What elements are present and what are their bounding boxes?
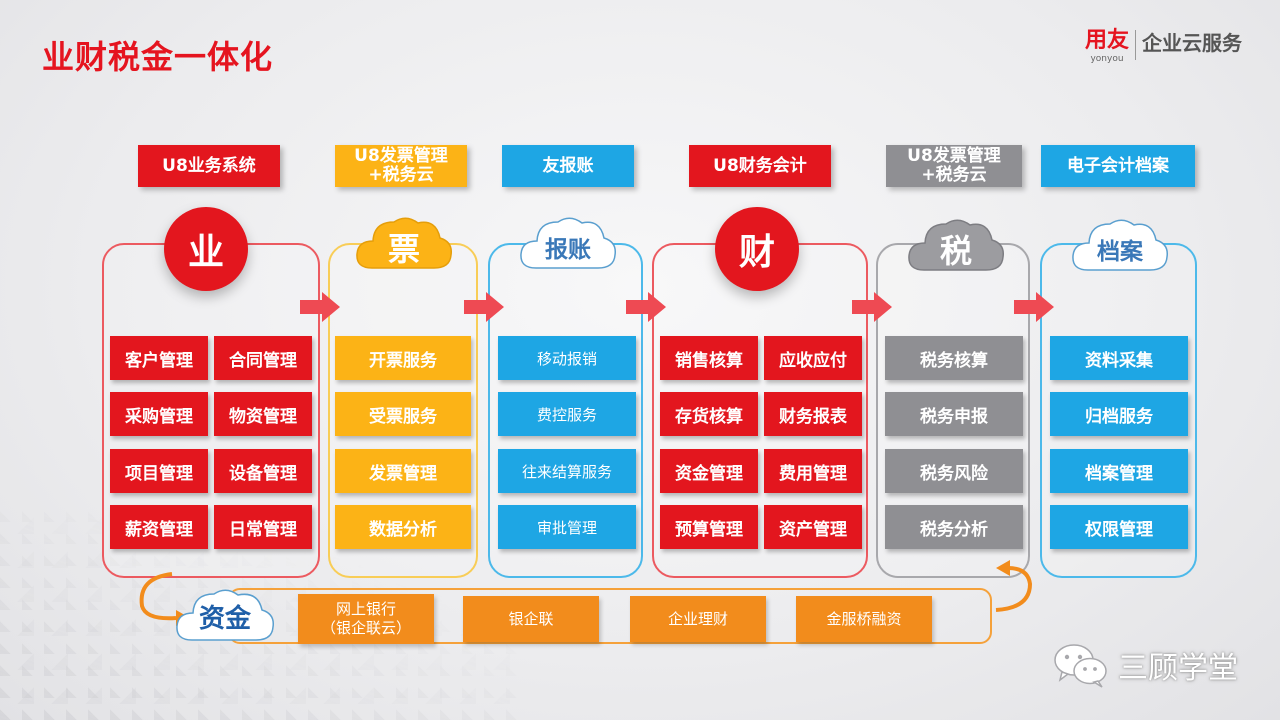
arrow-right-icon [464, 292, 504, 322]
fund-cloud-label: 资金 [198, 604, 251, 634]
archive-item: 资料采集 [1050, 336, 1188, 380]
brand-service: 企业云服务 [1142, 31, 1242, 55]
finance-item: 应收应付 [764, 336, 862, 380]
finance-item: 销售核算 [660, 336, 758, 380]
brand-name-en: yonyou [1090, 54, 1124, 64]
fund-item: 银企联 [463, 596, 599, 642]
expense-item: 移动报销 [498, 336, 636, 380]
invoice-item: 数据分析 [335, 505, 471, 549]
business-item: 采购管理 [110, 392, 208, 436]
business-item: 客户管理 [110, 336, 208, 380]
invoice-item: 受票服务 [335, 392, 471, 436]
brand-divider [1135, 30, 1136, 60]
fund-cloud-icon: 资金 [172, 582, 278, 646]
expense-item: 往来结算服务 [498, 449, 636, 493]
system-label-line: +税务云 [921, 165, 987, 185]
arrow-right-icon [300, 292, 340, 322]
archive-cloud-icon: 档案 [1068, 210, 1172, 276]
brand-mark: 用友 yonyou [1085, 28, 1129, 64]
brand-logo: 用友 yonyou 企业云服务 [1085, 28, 1242, 64]
watermark: 三顾学堂 [1052, 642, 1238, 688]
finance-item: 存货核算 [660, 392, 758, 436]
business-circle-icon: 业 [164, 207, 248, 291]
system-label-u8-business: U8业务系统 [138, 145, 280, 187]
tax-item: 税务核算 [885, 336, 1023, 380]
archive-cloud-label: 档案 [1097, 239, 1143, 265]
system-label-line: U8发票管理 [907, 146, 1001, 166]
tax-cloud-label: 税 [939, 232, 972, 270]
archive-item: 归档服务 [1050, 392, 1188, 436]
invoice-item: 发票管理 [335, 449, 471, 493]
expense-cloud-label: 报账 [545, 237, 591, 263]
tax-item: 税务分析 [885, 505, 1023, 549]
finance-item: 财务报表 [764, 392, 862, 436]
business-item: 薪资管理 [110, 505, 208, 549]
finance-item: 资金管理 [660, 449, 758, 493]
expense-item: 审批管理 [498, 505, 636, 549]
invoice-item: 开票服务 [335, 336, 471, 380]
watermark-label: 三顾学堂 [1118, 651, 1238, 686]
fund-item-line: （银企联云） [320, 619, 411, 637]
fund-loop-right-arrow-icon [995, 560, 1033, 612]
arrow-right-icon [852, 292, 892, 322]
brand-name-cn: 用友 [1084, 28, 1129, 53]
finance-item: 资产管理 [764, 505, 862, 549]
business-item: 设备管理 [214, 449, 312, 493]
tax-item: 税务风险 [885, 449, 1023, 493]
system-label-tax: U8发票管理 +税务云 [886, 145, 1022, 187]
finance-item: 费用管理 [764, 449, 862, 493]
expense-item: 费控服务 [498, 392, 636, 436]
system-label-expense: 友报账 [502, 145, 634, 187]
finance-item: 预算管理 [660, 505, 758, 549]
system-label-line: U8发票管理 [354, 146, 448, 166]
fund-item: 金服桥融资 [796, 596, 932, 642]
expense-cloud-icon: 报账 [516, 208, 620, 274]
invoice-cloud-label: 票 [387, 230, 420, 268]
business-item: 日常管理 [214, 505, 312, 549]
business-item: 合同管理 [214, 336, 312, 380]
invoice-cloud-icon: 票 [352, 210, 456, 276]
archive-item: 档案管理 [1050, 449, 1188, 493]
fund-item-line: 网上银行 [335, 600, 396, 618]
business-item: 物资管理 [214, 392, 312, 436]
business-item: 项目管理 [110, 449, 208, 493]
finance-circle-icon: 财 [715, 207, 799, 291]
page-title: 业财税金一体化 [42, 38, 274, 76]
tax-item: 税务申报 [885, 392, 1023, 436]
fund-item: 网上银行 （银企联云） [298, 594, 434, 644]
archive-item: 权限管理 [1050, 505, 1188, 549]
arrow-right-icon [1014, 292, 1054, 322]
wechat-icon [1054, 644, 1107, 688]
system-label-invoice: U8发票管理 +税务云 [335, 145, 467, 187]
system-label-archive: 电子会计档案 [1041, 145, 1195, 187]
arrow-right-icon [626, 292, 666, 322]
fund-item: 企业理财 [630, 596, 766, 642]
tax-cloud-icon: 税 [904, 210, 1008, 276]
system-label-u8-finance: U8财务会计 [689, 145, 831, 187]
system-label-line: +税务云 [368, 165, 434, 185]
